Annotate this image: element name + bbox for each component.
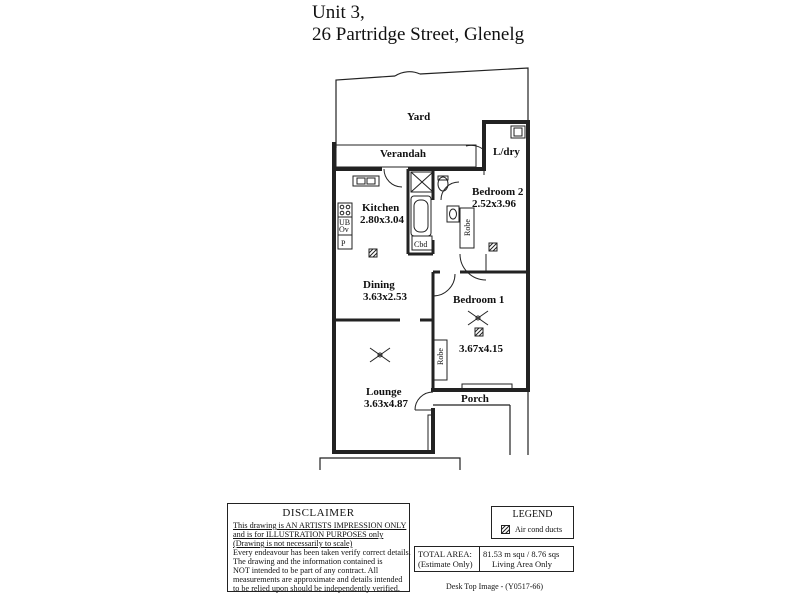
bedroom1-fittings	[432, 273, 456, 381]
kitchen-size: 2.80x3.04	[360, 214, 405, 226]
property-title-line2: 26 Partridge Street, Glenelg	[312, 24, 525, 45]
total-area-box: TOTAL AREA: (Estimate Only) 81.53 m squ …	[414, 546, 574, 572]
disclaimer-line: (Drawing is not necessarily to scale)	[233, 539, 353, 548]
disclaimer-line: measurements are approximate and details…	[233, 575, 403, 584]
porch	[319, 390, 529, 470]
total-area-label: TOTAL AREA:	[418, 549, 472, 559]
ov-label: Ov	[339, 225, 349, 234]
bedroom2-size: 2.52x3.96	[472, 198, 517, 210]
house-walls	[332, 120, 530, 454]
air-cond-duct-icon	[368, 248, 378, 258]
verandah-label: Verandah	[380, 148, 426, 160]
yard-label: Yard	[407, 111, 430, 123]
kitchen-fittings	[337, 168, 403, 250]
legend-box: LEGEND Air cond ducts	[491, 506, 574, 539]
dining-size: 3.63x2.53	[363, 291, 408, 303]
legend-title: LEGEND	[512, 509, 553, 520]
robe-label-bed1: Robe	[436, 348, 445, 365]
legend-item: Air cond ducts	[515, 525, 563, 534]
robe-label-bed2: Robe	[463, 219, 472, 236]
disclaimer-box: DISCLAIMER This drawing is AN ARTISTS IM…	[227, 503, 411, 593]
bathroom-fittings	[410, 171, 460, 251]
bedroom1-window	[461, 383, 513, 390]
dining-label: Dining	[363, 279, 395, 291]
total-area-estimate: (Estimate Only)	[418, 559, 473, 569]
laundry-label: L/dry	[493, 146, 520, 158]
disclaimer-line: Every endeavour has been taken verify co…	[233, 548, 411, 557]
laundry	[510, 125, 526, 139]
porch-label: Porch	[461, 393, 489, 405]
lounge-label: Lounge	[366, 386, 402, 398]
lounge-openings	[414, 391, 434, 452]
footer-reference: Desk Top Image - (Y0517-66)	[446, 582, 544, 591]
air-cond-duct-icon	[474, 327, 484, 337]
disclaimer-line: and is for ILLUSTRATION PURPOSES only	[233, 530, 384, 539]
ceiling-fan-icon	[369, 347, 391, 363]
total-area-note: Living Area Only	[492, 559, 552, 569]
property-title-line1: Unit 3,	[312, 2, 365, 23]
disclaimer-line: This drawing is AN ARTISTS IMPRESSION ON…	[233, 521, 407, 530]
bedroom2-label: Bedroom 2	[472, 186, 524, 198]
disclaimer-line: The drawing and the information containe…	[233, 557, 383, 566]
bedroom1-size: 3.67x4.15	[459, 343, 504, 355]
lounge-size: 3.63x4.87	[364, 398, 409, 410]
ub-label: UB	[339, 218, 350, 227]
air-cond-duct-icon	[488, 242, 498, 252]
disclaimer-title: DISCLAIMER	[282, 507, 355, 519]
kitchen-label: Kitchen	[362, 202, 399, 214]
ceiling-fan-icon	[467, 310, 489, 326]
total-area-value: 81.53 m squ / 8.76 sqs	[483, 549, 560, 559]
disclaimer-line: NOT intended to be part of any contract.…	[233, 566, 379, 575]
air-cond-duct-icon	[501, 525, 510, 534]
cupboard-label: Cbd	[414, 240, 427, 249]
verandah	[335, 144, 485, 175]
disclaimer-line: to be relied upon should be independentl…	[233, 584, 400, 593]
bedroom1-label: Bedroom 1	[453, 294, 504, 306]
floor-plan: Yard Verandah L/dry Kitchen 2.80x3.04 Be…	[319, 67, 530, 470]
bedroom2-fittings	[459, 207, 487, 281]
pantry-label: P	[341, 239, 346, 248]
